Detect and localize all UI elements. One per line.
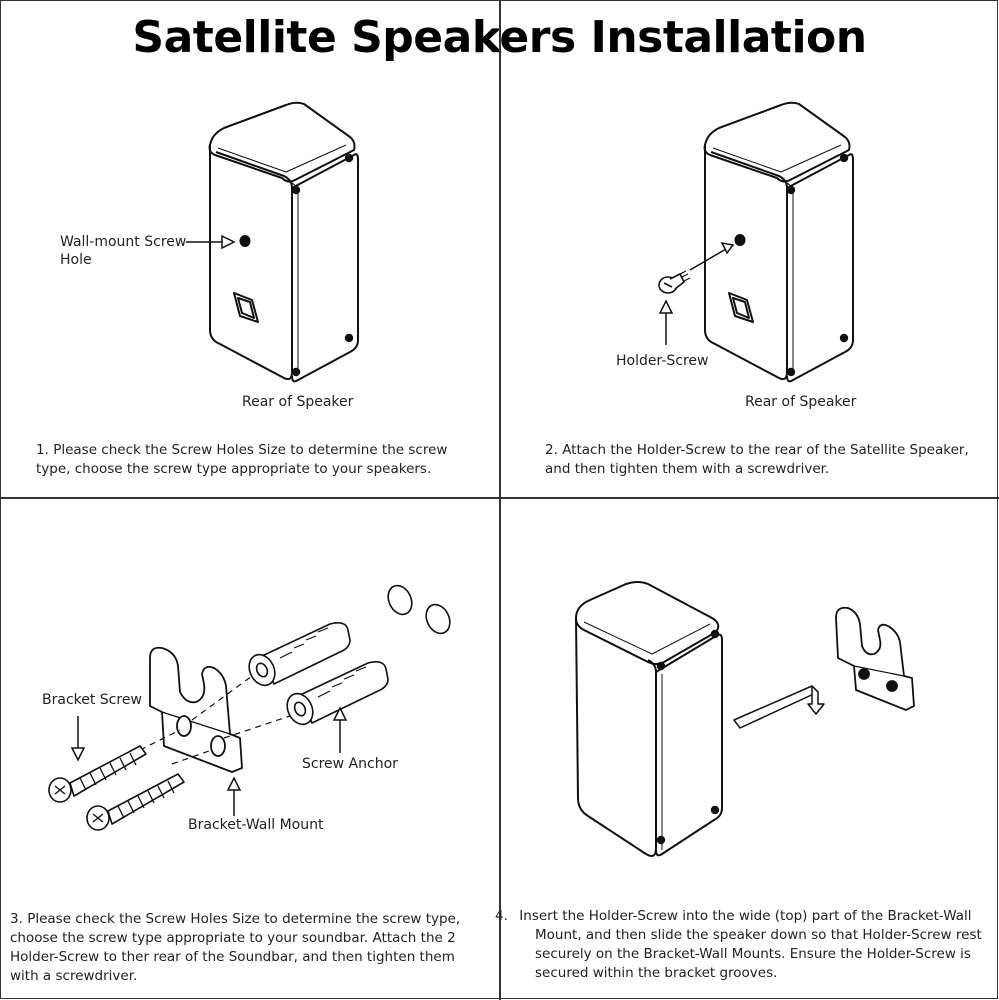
step-3-text: Please check the Screw Holes Size to det… <box>10 911 461 984</box>
step-2-text: Attach the Holder-Screw to the rear of t… <box>545 442 969 477</box>
callout-holder-screw: Holder-Screw <box>616 353 709 369</box>
speaker-rear-illustration <box>186 101 359 383</box>
callout-screw-anchor: Screw Anchor <box>302 756 398 772</box>
callout-bracket-screw: Bracket Screw <box>42 692 142 708</box>
step-3-instructions: 3. Please check the Screw Holes Size to … <box>10 910 485 986</box>
speaker-slide-onto-bracket-illustration <box>575 581 915 857</box>
panel-step-1: Wall-mount Screw Hole Rear of Speaker 1.… <box>0 0 499 497</box>
step-1-text: Please check the Screw Holes Size to det… <box>36 442 448 477</box>
step-4-text: Insert the Holder-Screw into the wide (t… <box>519 908 982 981</box>
step-1-instructions: 1. Please check the Screw Holes Size to … <box>36 441 476 479</box>
callout-bracket-wall-mount: Bracket-Wall Mount <box>188 817 324 833</box>
speaker-with-holder-screw-illustration <box>658 101 854 383</box>
panel-step-2: Holder-Screw Rear of Speaker 2. Attach t… <box>500 0 999 497</box>
caption-rear-of-speaker: Rear of Speaker <box>745 394 857 410</box>
step-2-number: 2. <box>545 442 558 458</box>
caption-rear-of-speaker: Rear of Speaker <box>242 394 354 410</box>
step-2-instructions: 2. Attach the Holder-Screw to the rear o… <box>545 441 975 479</box>
callout-wall-mount-screw-hole: Wall-mount Screw Hole <box>60 234 187 268</box>
vertical-divider <box>499 0 501 1000</box>
holder-screw-part <box>658 270 691 294</box>
step-4-instructions: 4. Insert the Holder-Screw into the wide… <box>495 908 982 981</box>
bracket-screws-anchors-illustration <box>48 584 451 831</box>
step-3-number: 3. <box>10 911 23 927</box>
step-1-number: 1. <box>36 442 49 458</box>
panel-step-3: Bracket Screw Screw Anchor Bracket-Wall … <box>0 498 499 1000</box>
panel-step-4: 4. Insert the Holder-Screw into the wide… <box>495 498 999 1000</box>
horizontal-divider <box>0 497 999 499</box>
